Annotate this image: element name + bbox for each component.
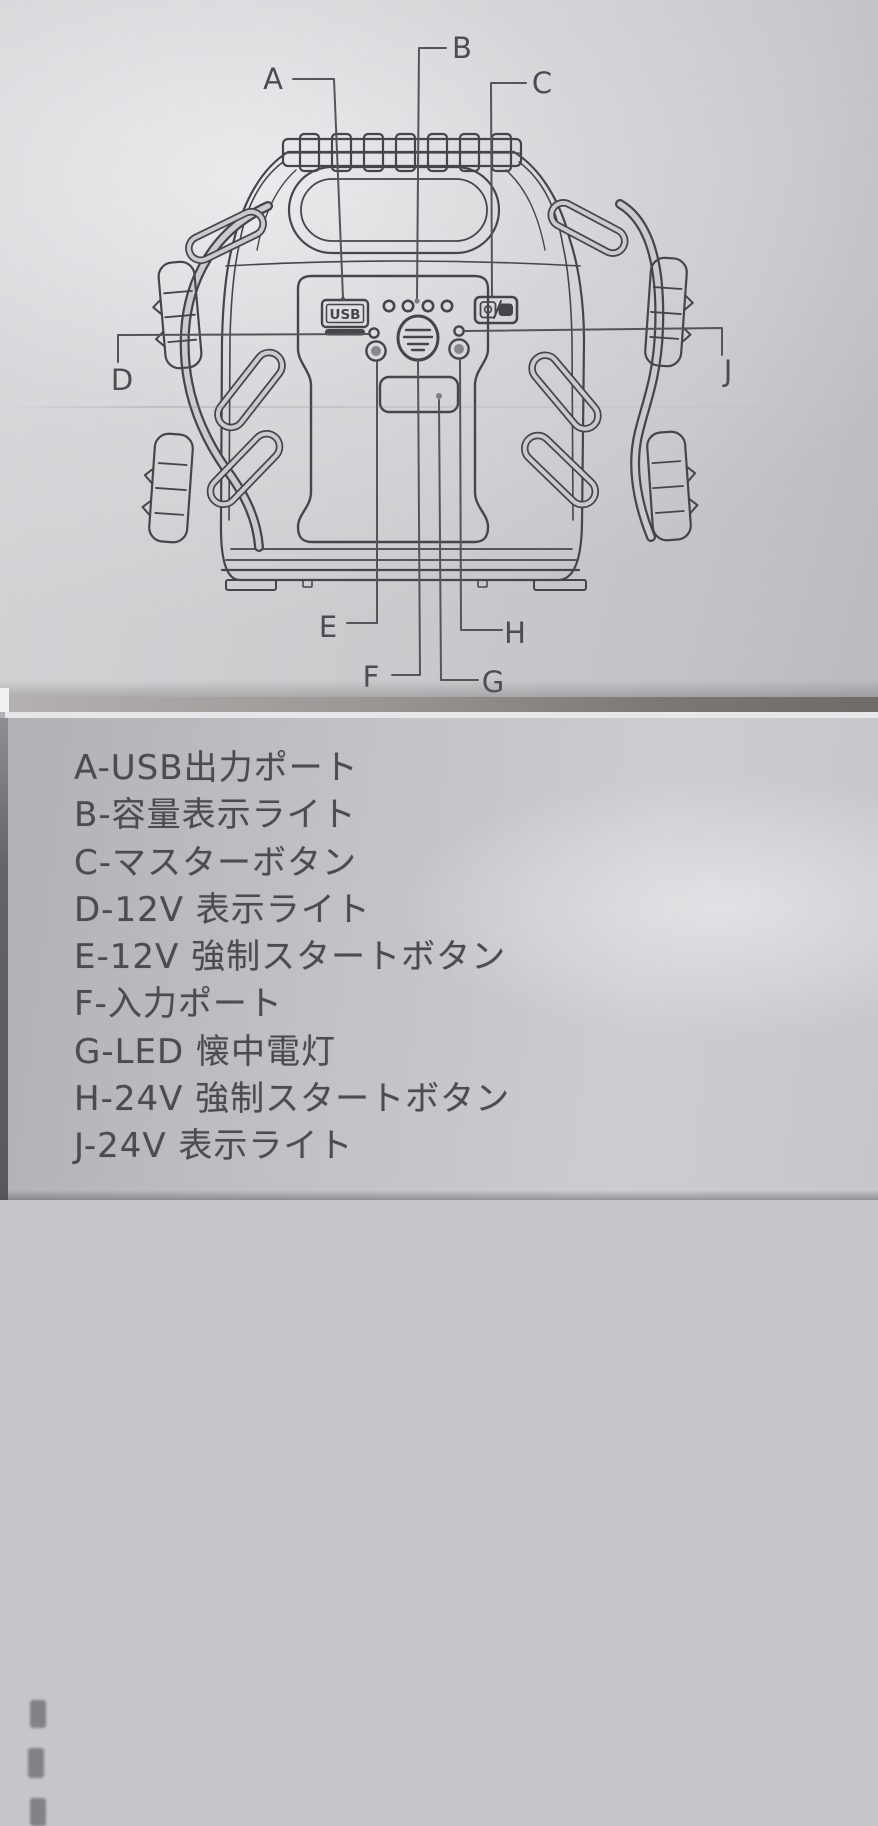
callout-label-a: A	[263, 62, 283, 96]
power-icon	[479, 301, 497, 319]
photo-seam-shadow	[0, 680, 878, 698]
device-body	[219, 150, 587, 591]
body-seam-right	[518, 161, 574, 521]
usb-output-port: USB	[320, 298, 370, 336]
indicator-light-12v	[368, 327, 380, 339]
force-start-button-12v	[365, 340, 387, 362]
legend-item-b: B-容量表示ライト	[74, 795, 357, 836]
clamp-handle-loop-right-low	[520, 431, 600, 509]
led-4	[440, 299, 454, 313]
foot-tab-right	[477, 579, 488, 588]
photo-seam-edge	[8, 697, 878, 712]
callout-h: H	[459, 358, 526, 650]
legend-item-e: E-12V 強制スタートボタン	[74, 937, 507, 978]
page-bleed-mark	[30, 1798, 46, 1826]
slash-icon	[493, 300, 502, 319]
clamp-cable-arm-right-core	[617, 201, 663, 540]
foot-right	[533, 579, 587, 591]
master-button	[473, 295, 519, 325]
legend-item-c: C-マスターボタン	[74, 842, 358, 883]
callout-label-f: F	[363, 660, 380, 694]
legend-item-a: A-USB出力ポート	[74, 748, 359, 788]
clamp-handle-loop-right-mid	[528, 351, 602, 433]
page-bleed-mark	[28, 1748, 44, 1778]
callout-g: G	[436, 393, 504, 699]
callout-label-g: G	[482, 665, 504, 699]
led-1	[382, 299, 396, 313]
paper-crease	[0, 406, 878, 408]
handle-grip-outer	[287, 165, 501, 255]
callout-d: D	[111, 333, 369, 397]
handle-grip-inner	[300, 178, 488, 242]
legend-item-j: J-24V 表示ライト	[74, 1126, 354, 1167]
callout-label-d: D	[111, 363, 133, 397]
callout-b: B	[414, 31, 472, 304]
legend-item-g: G-LED 懐中電灯	[74, 1031, 337, 1072]
battery-level-leds	[382, 299, 454, 313]
carry-handle	[281, 132, 523, 255]
led-2	[401, 299, 415, 313]
page-edge-shadow	[0, 718, 8, 1200]
page-bleed-mark	[30, 1700, 46, 1728]
clamp-jaw-left-bottom	[141, 432, 194, 544]
clamp-jaw-right-top	[644, 256, 694, 368]
callout-e: E	[319, 361, 378, 644]
legend-item-d: D-12V 表示ライト	[74, 889, 371, 930]
page-corner-highlight	[0, 688, 9, 712]
foot-tab-left	[302, 579, 313, 588]
clamp-jaw-right-bottom	[646, 430, 699, 542]
callout-label-h: H	[504, 616, 526, 650]
usb-port-label: USB	[330, 307, 361, 323]
callout-label-c: C	[532, 66, 552, 100]
callout-j: J	[464, 327, 733, 388]
legend-photo	[0, 712, 878, 1826]
front-face-line	[225, 260, 581, 267]
battery-bar-icon	[498, 303, 513, 316]
clamp-handle-loop-left-low	[206, 429, 284, 509]
force-start-button-24v	[448, 338, 470, 360]
callout-a: A	[263, 62, 346, 302]
input-port	[396, 314, 440, 362]
battery-clamp-left	[141, 201, 286, 552]
legend: A-USB出力ポート B-容量表示ライト C-マスターボタン D-12V 表示ラ…	[74, 745, 510, 1171]
battery-clamp-right	[520, 199, 699, 542]
clamp-jaw-left-top	[152, 260, 203, 370]
callout-label-e: E	[319, 610, 337, 644]
diagram-photo: USB	[0, 0, 878, 712]
foot-left	[225, 579, 277, 591]
callout-c: C	[490, 66, 552, 297]
body-seam-right-inner	[505, 169, 546, 251]
panel-outline	[296, 274, 490, 544]
led-3	[421, 299, 435, 313]
callouts: A B C D J	[111, 31, 732, 699]
indicator-light-24v	[453, 325, 465, 337]
control-panel: USB	[296, 274, 519, 544]
legend-item-f: F-入力ポート	[74, 984, 283, 1025]
callout-f: F	[363, 360, 421, 694]
device-diagram: USB	[111, 31, 732, 699]
clamp-handle-loop-left-top	[185, 207, 267, 265]
legend-item-h: H-24V 強制スタートボタン	[74, 1079, 511, 1120]
callout-label-j: J	[722, 354, 733, 388]
callout-label-b: B	[452, 31, 472, 65]
clamp-handle-loop-left-mid	[214, 348, 286, 432]
clamp-handle-loop-right-top	[547, 199, 629, 257]
